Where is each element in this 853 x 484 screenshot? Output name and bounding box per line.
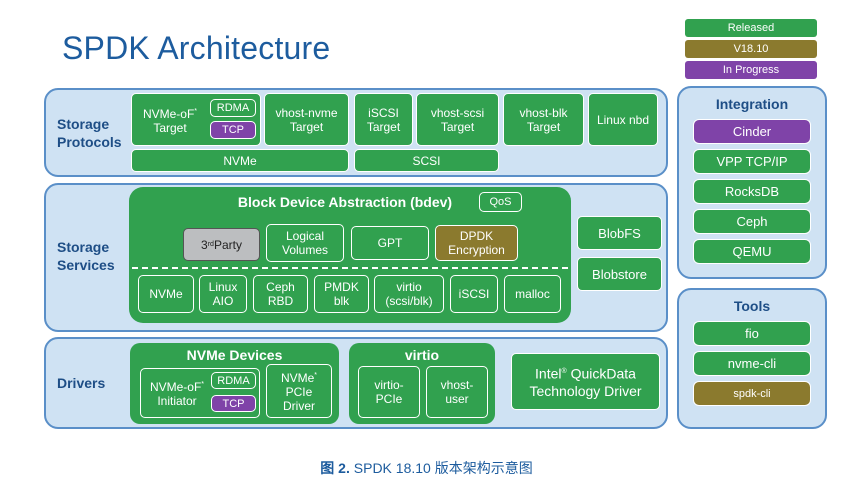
bdev-divider <box>132 267 568 269</box>
storage-protocols-label: Storage Protocols <box>57 116 122 150</box>
bdev-module-iscsi: iSCSI <box>450 275 498 313</box>
rdma-box: RDMA <box>210 99 256 117</box>
integration-cinder: Cinder <box>693 119 811 144</box>
vhost-blk-target-box: vhost-blk Target <box>503 93 584 146</box>
nvme-bar: NVMe <box>131 149 349 172</box>
nvmeof-target-box: NVMe-oF* Target <box>131 93 261 146</box>
bdev-module-malloc: malloc <box>504 275 561 313</box>
bdev-module-pmdk-blk: PMDK blk <box>314 275 369 313</box>
vhost-nvme-target-box: vhost-nvme Target <box>264 93 349 146</box>
diagram-title: SPDK Architecture <box>62 30 331 66</box>
nvmeof-initiator-box: NVMe-oF* Initiator <box>140 368 260 418</box>
initiator-rdma-box: RDMA <box>211 372 256 389</box>
blobfs-box: BlobFS <box>577 216 662 250</box>
virtio-title: virtio <box>404 347 440 363</box>
bdev-module-virtio: virtio (scsi/blk) <box>374 275 444 313</box>
blobstore-box: Blobstore <box>577 257 662 291</box>
qos-box: QoS <box>479 192 522 212</box>
tools-fio: fio <box>693 321 811 346</box>
gpt-box: GPT <box>351 226 429 260</box>
bdev-module-linux-aio: Linux AIO <box>199 275 247 313</box>
bdev-module-nvme: NVMe <box>138 275 194 313</box>
bdev-module-ceph-rbd: Ceph RBD <box>253 275 308 313</box>
logical-volumes-box: Logical Volumes <box>266 224 344 262</box>
legend-released: Released <box>685 19 817 37</box>
tcp-box: TCP <box>210 121 256 139</box>
virtio-box <box>349 343 495 424</box>
integration-qemu: QEMU <box>693 239 811 264</box>
vhost-scsi-target-box: vhost-scsi Target <box>416 93 499 146</box>
figure-caption: 图 2. SPDK 18.10 版本架构示意图 <box>320 460 533 476</box>
virtio-pcie-box: virtio-PCIe <box>358 366 420 418</box>
linux-nbd-box: Linux nbd <box>588 93 658 146</box>
initiator-tcp-box: TCP <box>211 395 256 412</box>
integration-ceph: Ceph <box>693 209 811 234</box>
quickdata-driver-box: Intel® QuickData Technology Driver <box>511 353 660 410</box>
legend-version: V18.10 <box>685 40 817 58</box>
storage-services-label: Storage Services <box>57 239 115 273</box>
tools-spdk-cli: spdk-cli <box>693 381 811 406</box>
drivers-label: Drivers <box>57 375 106 391</box>
scsi-bar: SCSI <box>354 149 499 172</box>
tools-title: Tools <box>733 298 771 314</box>
iscsi-target-box: iSCSI Target <box>354 93 413 146</box>
tools-nvme-cli: nvme-cli <box>693 351 811 376</box>
nvme-devices-title: NVMe Devices <box>186 347 283 363</box>
integration-vpp: VPP TCP/IP <box>693 149 811 174</box>
nvme-pcie-driver-box: NVMe* PCIe Driver <box>266 364 332 418</box>
integration-title: Integration <box>715 96 789 112</box>
vhost-user-box: vhost-user <box>426 366 488 418</box>
bdev-title: Block Device Abstraction (bdev) <box>237 194 453 210</box>
legend-in-progress: In Progress <box>685 61 817 79</box>
dpdk-encryption-box: DPDK Encryption <box>435 225 518 261</box>
integration-rocksdb: RocksDB <box>693 179 811 204</box>
